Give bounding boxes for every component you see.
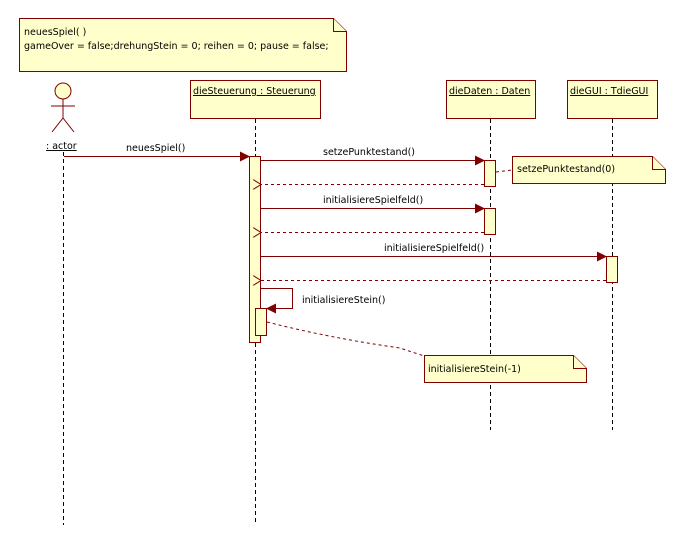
message-setze-punktestand-label: setzePunktestand() bbox=[323, 147, 415, 158]
message-initialisiere-spielfeld-daten-label: initialisiereSpielfeld() bbox=[323, 195, 423, 206]
message-initialisiere-spielfeld-daten: initialisiereSpielfeld() bbox=[261, 195, 485, 233]
participant-gui-label: dieGUI : TdieGUI bbox=[570, 86, 648, 97]
activation-daten-1 bbox=[484, 160, 496, 187]
message-neues-spiel-label: neuesSpiel() bbox=[126, 143, 185, 154]
activation-steuerung-self bbox=[255, 308, 267, 336]
activation-steuerung bbox=[249, 156, 261, 343]
note-neues-spiel: neuesSpiel( ) gameOver = false;drehungSt… bbox=[19, 18, 347, 72]
note-line-2: gameOver = false;drehungStein = 0; reihe… bbox=[24, 41, 329, 52]
message-initialisiere-stein: initialisiereStein() bbox=[261, 288, 385, 314]
note-initialisiere-stein: initialisiereStein(-1) bbox=[266, 321, 587, 383]
note-initialisiere-stein-label: initialisiereStein(-1) bbox=[428, 364, 521, 375]
participant-daten-label: dieDaten : Daten bbox=[449, 86, 530, 97]
message-setze-punktestand: setzePunktestand() bbox=[261, 147, 485, 185]
participant-steuerung: dieSteuerung : Steuerung bbox=[190, 80, 321, 119]
activation-daten-2 bbox=[484, 208, 496, 235]
message-initialisiere-spielfeld-gui-label: initialisiereSpielfeld() bbox=[384, 243, 484, 254]
activation-gui bbox=[606, 256, 618, 283]
note-line-1: neuesSpiel( ) bbox=[24, 27, 86, 38]
actor-label: : actor bbox=[46, 141, 77, 152]
message-initialisiere-spielfeld-gui: initialisiereSpielfeld() bbox=[261, 243, 607, 281]
actor: : actor bbox=[46, 82, 77, 152]
message-initialisiere-stein-label: initialisiereStein() bbox=[302, 295, 385, 306]
message-neues-spiel: neuesSpiel() bbox=[64, 143, 250, 162]
participant-daten: dieDaten : Daten bbox=[446, 80, 536, 119]
note-setze-punktestand: setzePunktestand(0) bbox=[495, 156, 666, 184]
participant-steuerung-label: dieSteuerung : Steuerung bbox=[193, 86, 316, 97]
participant-gui: dieGUI : TdieGUI bbox=[567, 80, 658, 119]
note-setze-punktestand-label: setzePunktestand(0) bbox=[517, 164, 615, 175]
